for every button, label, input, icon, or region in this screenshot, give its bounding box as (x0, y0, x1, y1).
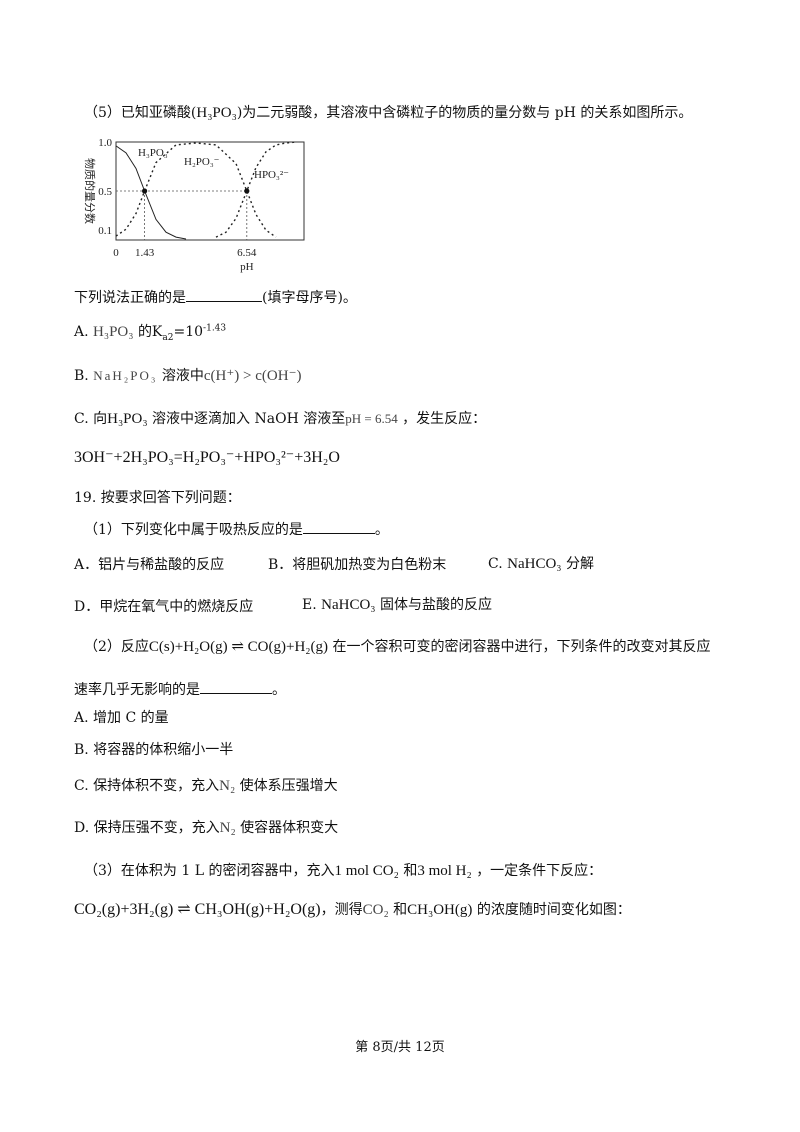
q19-p2-option-a: A. 增加 C 的量 (74, 710, 169, 726)
option-tail: ，发生反应： (402, 411, 487, 427)
option-text: 溶液中 (161, 368, 204, 384)
q5-intro-a: （5）已知亚磷酸( (84, 105, 197, 121)
q19-p2-option-b: B. 将容器的体积缩小一半 (74, 742, 234, 758)
intersection-point (142, 188, 148, 194)
mid: ，测得 (320, 902, 363, 918)
x-tick-label: 0 (113, 247, 119, 259)
species-1: CO₂ (362, 902, 389, 918)
stem-b: 在一个容积可变的密闭容器中进行，下列条件的改变对其反应 (332, 639, 711, 655)
formula: NaHCO₃ (507, 556, 562, 572)
subscript: a2 (162, 332, 174, 343)
q19-p1-option-e: E. NaHCO₃ 固体与盐酸的反应 (302, 595, 492, 615)
value: =10 (173, 324, 204, 340)
q19-p1-option-b: B．将胆矾加热变为白色粉末 (268, 557, 447, 573)
series-line-2 (215, 141, 297, 238)
stem-tail: 。 (272, 682, 286, 698)
stem: （1）下列变化中属于吸热反应的是 (84, 522, 303, 538)
q19-title: 19. 按要求回答下列问题： (74, 490, 241, 506)
x-tick-label: 6.54 (237, 247, 257, 259)
y-tick-label: 0.1 (98, 225, 112, 237)
formula: H₃PO₃ (107, 411, 148, 427)
ph-value: pH = 6.54 (345, 411, 398, 426)
q5-question-text: 下列说法正确的是 (74, 290, 186, 306)
q5-equation: 3OH⁻+2H₃PO₃=H₂PO₃⁻+HPO₃²⁻+3H₂O (74, 449, 340, 466)
formula: NaHCO₃ (321, 597, 376, 613)
stem-tail: 。 (374, 522, 389, 538)
option-a: D. 保持压强不变，充入 (74, 820, 220, 836)
series-label: H₂PO₃⁻ (184, 156, 220, 168)
series-line-0 (115, 145, 187, 240)
option-text: 固体与盐酸的反应 (379, 597, 492, 613)
intersection-point (244, 188, 250, 194)
x-axis-label: pH (240, 261, 254, 273)
y-tick-label: 1.0 (98, 137, 112, 149)
option-label: C. 向 (74, 411, 108, 427)
series-label: HPO₃²⁻ (254, 169, 289, 181)
stem-a: （2）反应 (84, 639, 149, 655)
q5-option-c: C. 向H₃PO₃ 溶液中逐滴加入 NaOH 溶液至pH = 6.54 ，发生反… (74, 409, 486, 429)
and: 和 (393, 902, 408, 918)
and: 和 (403, 863, 418, 879)
y-axis-label: 物质的量分数 (83, 158, 97, 224)
q5-intro: （5）已知亚磷酸(H₃PO₃)为二元弱酸，其溶液中含磷粒子的物质的量分数与 pH… (84, 103, 692, 123)
q5-intro-b: )为二元弱酸，其溶液中含磷粒子的物质的量分数与 pH 的关系如图所示。 (236, 105, 693, 121)
q19-p3-equation-line: CO₂(g)+3H₂(g) ⇌ CH₃OH(g)+H₂O(g)，测得CO₂ 和C… (74, 900, 631, 920)
q5-question-tail: (填字母序号)。 (262, 290, 357, 306)
option-b: 使容器体积变大 (240, 820, 339, 836)
option-text: 的K (137, 324, 163, 340)
q19-p3-stem: （3）在体积为 1 L 的密闭容器中，充入1 mol CO₂ 和3 mol H₂… (84, 861, 602, 881)
page-footer: 第 8页/共 12页 (355, 1040, 445, 1055)
stem-b: ，一定条件下反应： (476, 863, 603, 879)
equation: CO₂(g)+3H₂(g) ⇌ CH₃OH(g)+H₂O(g) (74, 901, 321, 918)
option-label: C. (488, 556, 503, 572)
formula: N₂ (219, 778, 236, 794)
stem-a: （3）在体积为 1 L 的密闭容器中，充入 (84, 863, 335, 879)
q19-p2-stem: （2）反应C(s)+H₂O(g) ⇌ CO(g)+H₂(g) 在一个容积可变的密… (84, 637, 710, 657)
q19-p1-option-d: D．甲烷在氧气中的燃烧反应 (74, 599, 254, 615)
formula: H₃PO₃ (93, 324, 134, 340)
option-a: C. 保持体积不变，充入 (74, 778, 220, 794)
q19-p1-option-a: A．铝片与稀盐酸的反应 (74, 557, 225, 573)
q19-p1-option-c: C. NaHCO₃ 分解 (488, 554, 594, 574)
option-b: 使体系压强增大 (239, 778, 338, 794)
y-tick-label: 0.5 (98, 186, 112, 198)
option-label: A. (74, 324, 89, 340)
formula: N₂ (219, 820, 236, 836)
stem-c: 速率几乎无影响的是 (74, 682, 200, 698)
q19-p2-option-d: D. 保持压强不变，充入N₂ 使容器体积变大 (74, 818, 338, 838)
x-tick-label: 1.43 (135, 247, 155, 259)
q5-intro-formula: H₃PO₃ (196, 105, 237, 121)
q19-p2-stem-2: 速率几乎无影响的是 。 (74, 679, 286, 700)
equation: C(s)+H₂O(g) ⇌ CO(g)+H₂(g) (148, 639, 329, 655)
q19-p2-option-c: C. 保持体积不变，充入N₂ 使体系压强增大 (74, 776, 338, 796)
species-2: CH₃OH(g) (407, 902, 473, 918)
q5-option-a: A. H₃PO₃ 的Ka2=10-1.43 (74, 322, 226, 342)
exponent: -1.43 (203, 323, 227, 334)
co2-amount: 1 mol CO₂ (334, 863, 399, 879)
q5-option-b: B. NaH₂PO₃ 溶液中c(H⁺) > c(OH⁻) (74, 366, 301, 386)
h2-amount: 3 mol H₂ (417, 863, 472, 879)
option-text: 溶液中逐滴加入 NaOH 溶液至 (152, 411, 346, 427)
formula: NaH₂PO₃ (93, 368, 158, 383)
expression: c(H⁺) > c(OH⁻) (203, 368, 302, 384)
q5-question: 下列说法正确的是 (填字母序号)。 (74, 287, 357, 308)
option-label: B. (74, 368, 89, 384)
q19-p1-stem: （1）下列变化中属于吸热反应的是 。 (84, 519, 389, 540)
option-label: E. (302, 597, 317, 613)
answer-blank[interactable] (200, 679, 272, 694)
fraction-ph-chart: 1.0 0.5 0.10 1.43 6.54 pH 物质的量分数 H₃PO₃ H₂PO₃⁻ HPO… (83, 137, 305, 273)
tail: 的浓度随时间变化如图： (476, 902, 631, 918)
option-text: 分解 (565, 556, 594, 572)
answer-blank[interactable] (302, 519, 375, 534)
series-label: H₃PO₃ (138, 147, 168, 159)
series-line-1 (115, 142, 277, 238)
answer-blank[interactable] (186, 287, 262, 302)
